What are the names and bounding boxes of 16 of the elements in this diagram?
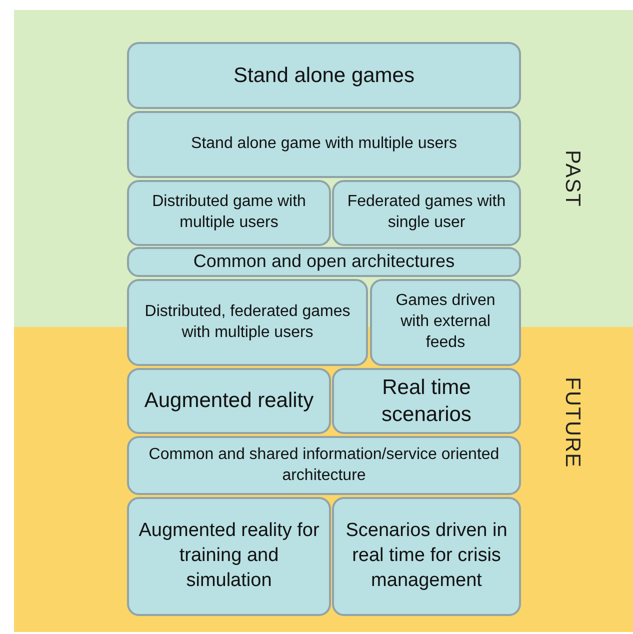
concept-box: Games driven with external feeds — [370, 279, 521, 366]
concept-box: Distributed game with multiple users — [127, 180, 331, 246]
concept-box: Distributed, federated games with multiple users — [127, 279, 368, 366]
period-band — [14, 10, 633, 327]
concept-box: Augmented reality — [127, 368, 331, 434]
period-label: PAST — [560, 150, 584, 208]
period-label: FUTURE — [560, 377, 584, 468]
period-band — [14, 327, 633, 632]
concept-box: Stand alone game with multiple users — [127, 111, 521, 178]
concept-box: Real time scenarios — [332, 368, 521, 434]
concept-box: Stand alone games — [127, 42, 521, 109]
concept-box: Common and open architectures — [127, 247, 521, 277]
concept-box: Augmented reality for training and simulation — [127, 497, 331, 616]
concept-box: Federated games with single user — [332, 180, 521, 246]
concept-box: Common and shared information/service oriented architecture — [127, 436, 521, 495]
concept-box: Scenarios driven in real time for crisis management — [332, 497, 521, 616]
